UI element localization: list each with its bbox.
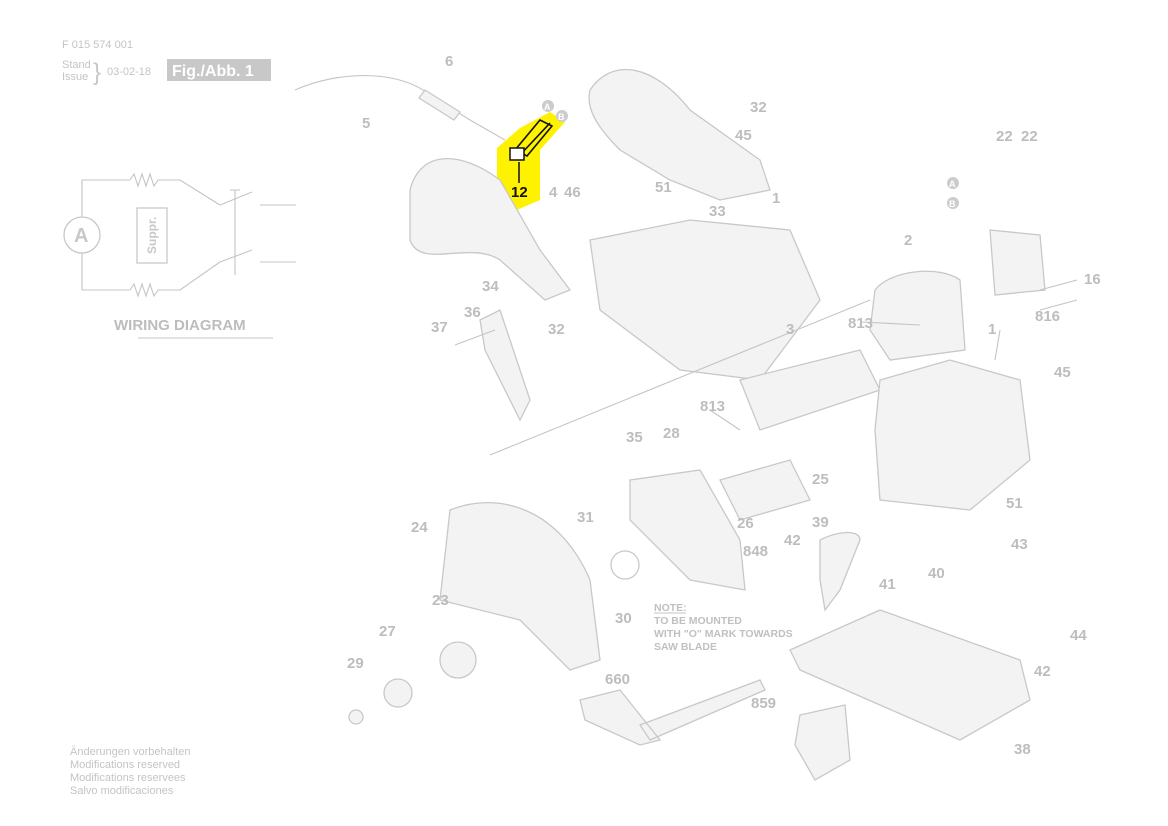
note-line: TO BE MOUNTED — [654, 615, 742, 627]
part-label-12: 12 — [511, 184, 528, 201]
mounting-note: NOTE: TO BE MOUNTED WITH "O" MARK TOWARD… — [654, 602, 793, 653]
note-line: WITH "O" MARK TOWARDS — [654, 628, 793, 640]
footer-disclaimer: Änderungen vorbehalten Modifications res… — [70, 746, 190, 797]
part-label: 1 — [772, 190, 780, 207]
part-label: 41 — [879, 576, 896, 593]
part-labels: 6 5 32 45 22 22 4 46 51 33 1 2 16 813 81… — [347, 53, 1101, 758]
part-label: 26 — [737, 515, 754, 532]
connector-markers: A B A B — [542, 100, 959, 209]
document-number: F 015 574 001 — [62, 39, 133, 51]
wiring-diagram-title: WIRING DIAGRAM — [114, 317, 246, 334]
part-label: 3 — [786, 321, 794, 338]
footer-line: Salvo modificaciones — [70, 785, 174, 797]
part-label: 16 — [1084, 271, 1101, 288]
connector-a: A — [544, 102, 551, 112]
footer-line: Modifications reserved — [70, 759, 180, 771]
note-line: SAW BLADE — [654, 641, 717, 653]
part-label: 30 — [615, 610, 632, 627]
part-label: 45 — [735, 127, 752, 144]
connector-b-2: B — [949, 199, 956, 209]
part-shapes — [348, 68, 1078, 781]
part-label: 34 — [482, 278, 499, 295]
suppressor-label: Suppr. — [145, 217, 159, 254]
part-label: 4 — [549, 184, 558, 201]
part-label: 22 — [1021, 128, 1038, 145]
part-label: 32 — [548, 321, 565, 338]
part-label: 39 — [812, 514, 829, 531]
brush-block — [509, 147, 525, 161]
part-label: 813 — [848, 315, 873, 332]
part-label: 51 — [655, 179, 672, 196]
part-label: 859 — [751, 695, 776, 712]
part-label: 2 — [904, 232, 912, 249]
motor-symbol: A — [74, 225, 88, 247]
part-label: 35 — [626, 429, 643, 446]
issue-label: Issue — [62, 71, 88, 83]
part-label: 5 — [362, 115, 370, 132]
part-label: 51 — [1006, 495, 1023, 512]
part-label: 24 — [411, 519, 428, 536]
cable-sleeve — [418, 89, 461, 121]
part-label: 45 — [1054, 364, 1071, 381]
part-label: 660 — [605, 671, 630, 688]
figure-label: Fig./Abb. 1 — [172, 63, 254, 80]
issue-date: 03-02-18 — [107, 66, 151, 78]
part-label: 40 — [928, 565, 945, 582]
part-label: 816 — [1035, 308, 1060, 325]
part-label: 46 — [564, 184, 581, 201]
part-label: 43 — [1011, 536, 1028, 553]
part-label: 38 — [1014, 741, 1031, 758]
part-label: 22 — [996, 128, 1013, 145]
footer-line: Modifications reservees — [70, 772, 186, 784]
connector-a-2: A — [949, 179, 956, 189]
power-cable — [294, 75, 506, 141]
note-title: NOTE: — [654, 602, 687, 614]
brace: } — [93, 59, 101, 86]
part-label: 813 — [700, 398, 725, 415]
footer-line: Änderungen vorbehalten — [70, 746, 190, 758]
part-label: 848 — [743, 543, 768, 560]
part-label: 1 — [988, 321, 996, 338]
part-label: 28 — [663, 425, 680, 442]
part-label: 36 — [464, 304, 481, 321]
part-label: 32 — [750, 99, 767, 116]
part-label: 42 — [784, 532, 801, 549]
part-label: 23 — [432, 592, 449, 609]
part-label: 29 — [347, 655, 364, 672]
wiring-diagram: A Suppr. WIRING DIAGRAM — [63, 172, 296, 339]
part-label: 42 — [1034, 663, 1051, 680]
part-label: 31 — [577, 509, 594, 526]
part-label: 37 — [431, 319, 448, 336]
highlight-part-12 — [497, 112, 565, 215]
part-label: 33 — [709, 203, 726, 220]
part-label: 27 — [379, 623, 396, 640]
figure-badge — [167, 59, 271, 81]
stand-label: Stand — [62, 59, 91, 71]
part-label: 25 — [812, 471, 829, 488]
connector-b: B — [558, 112, 565, 122]
part-label: 6 — [445, 53, 453, 70]
part-label: 44 — [1070, 627, 1087, 644]
